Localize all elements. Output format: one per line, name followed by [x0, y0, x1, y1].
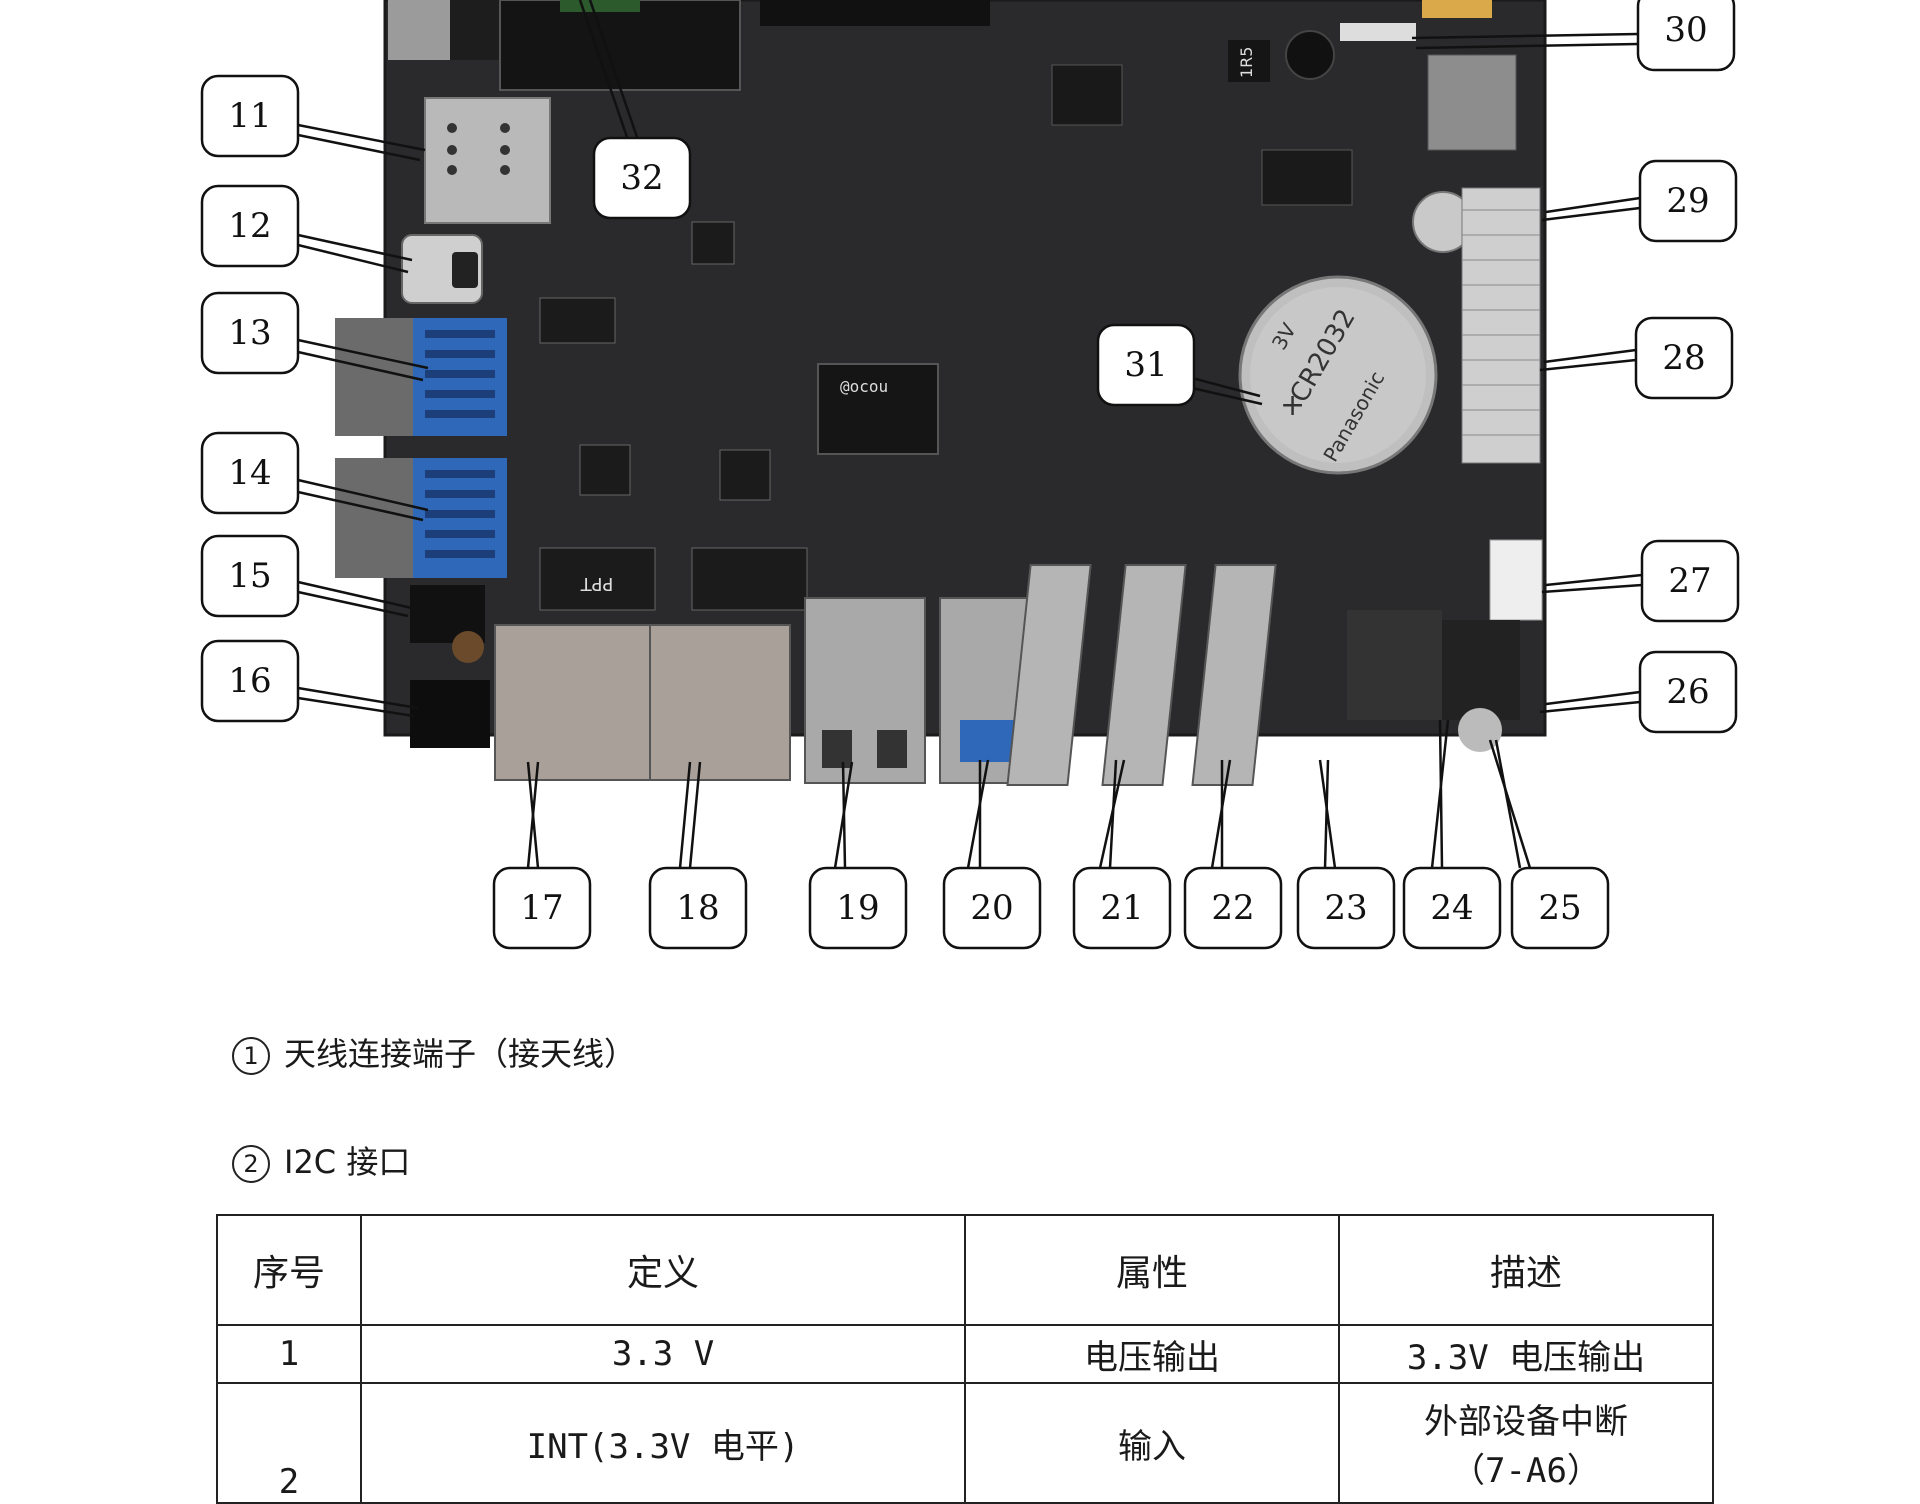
section-i2c-heading: 2 I2C 接口	[232, 1142, 410, 1183]
callout-18: 18	[676, 888, 719, 928]
callout-27: 27	[1668, 561, 1711, 601]
cell-description: 3.3V 电压输出	[1339, 1325, 1713, 1383]
section-title: 天线连接端子（接天线）	[284, 1035, 636, 1073]
inductor-marking: 1R5	[1237, 47, 1256, 78]
cell-attribute: 输入	[965, 1383, 1339, 1503]
section-antenna-heading: 1 天线连接端子（接天线）	[232, 1034, 636, 1075]
callout-28: 28	[1662, 338, 1705, 378]
callout-16: 16	[228, 661, 271, 701]
transformer-marking: PPT	[580, 573, 614, 594]
callout-22: 22	[1211, 888, 1254, 928]
board-photo: @ocou 1R5 CR2032 3V Panasonic + PPT	[0, 0, 1920, 960]
i2c-pin-table: 序号 定义 属性 描述 1 3.3 V 电压输出 3.3V 电压输出 2 INT…	[216, 1214, 1714, 1504]
callout-25: 25	[1538, 888, 1581, 928]
table-header-row: 序号 定义 属性 描述	[217, 1215, 1713, 1325]
usb3-port-14	[335, 458, 413, 578]
header-no: 序号	[217, 1215, 361, 1325]
section-marker: 1	[232, 1037, 270, 1075]
section-marker: 2	[232, 1145, 270, 1183]
callout-31: 31	[1124, 345, 1167, 385]
table-row: 1 3.3 V 电压输出 3.3V 电压输出	[217, 1325, 1713, 1383]
callout-19: 19	[836, 888, 879, 928]
pin-header	[1462, 188, 1540, 463]
callout-23: 23	[1324, 888, 1367, 928]
callout-12: 12	[228, 206, 271, 246]
callout-30: 30	[1664, 10, 1707, 50]
cell-no: 1	[217, 1325, 361, 1383]
sim-card-holder	[425, 98, 550, 223]
svg-text:+: +	[1280, 388, 1305, 423]
callout-32: 32	[620, 158, 663, 198]
callout-20: 20	[970, 888, 1013, 928]
callout-11: 11	[228, 96, 271, 136]
callout-26: 26	[1666, 672, 1709, 712]
callout-29: 29	[1666, 181, 1709, 221]
callout-13: 13	[228, 313, 271, 353]
callout-14: 14	[228, 453, 271, 493]
header-attribute: 属性	[965, 1215, 1339, 1325]
rj45-port-17	[495, 625, 650, 780]
cell-no: 2	[217, 1383, 361, 1503]
callout-15: 15	[228, 556, 271, 596]
cell-description: 外部设备中断 （7-A6）	[1339, 1383, 1713, 1503]
cell-attribute: 电压输出	[965, 1325, 1339, 1383]
rj45-port-18	[650, 625, 790, 780]
cell-definition: INT(3.3V 电平)	[361, 1383, 965, 1503]
callout-24: 24	[1430, 888, 1473, 928]
callout-17: 17	[520, 888, 563, 928]
usb3-port-13	[335, 318, 413, 436]
description-line-1: 外部设备中断	[1340, 1394, 1712, 1443]
svg-text:@ocou: @ocou	[840, 377, 888, 396]
table-row: 2 INT(3.3V 电平) 输入 外部设备中断 （7-A6）	[217, 1383, 1713, 1503]
header-description: 描述	[1339, 1215, 1713, 1325]
section-title: I2C 接口	[284, 1143, 410, 1181]
description-line-2: （7-A6）	[1340, 1443, 1712, 1492]
callout-21: 21	[1100, 888, 1143, 928]
header-definition: 定义	[361, 1215, 965, 1325]
cell-definition: 3.3 V	[361, 1325, 965, 1383]
